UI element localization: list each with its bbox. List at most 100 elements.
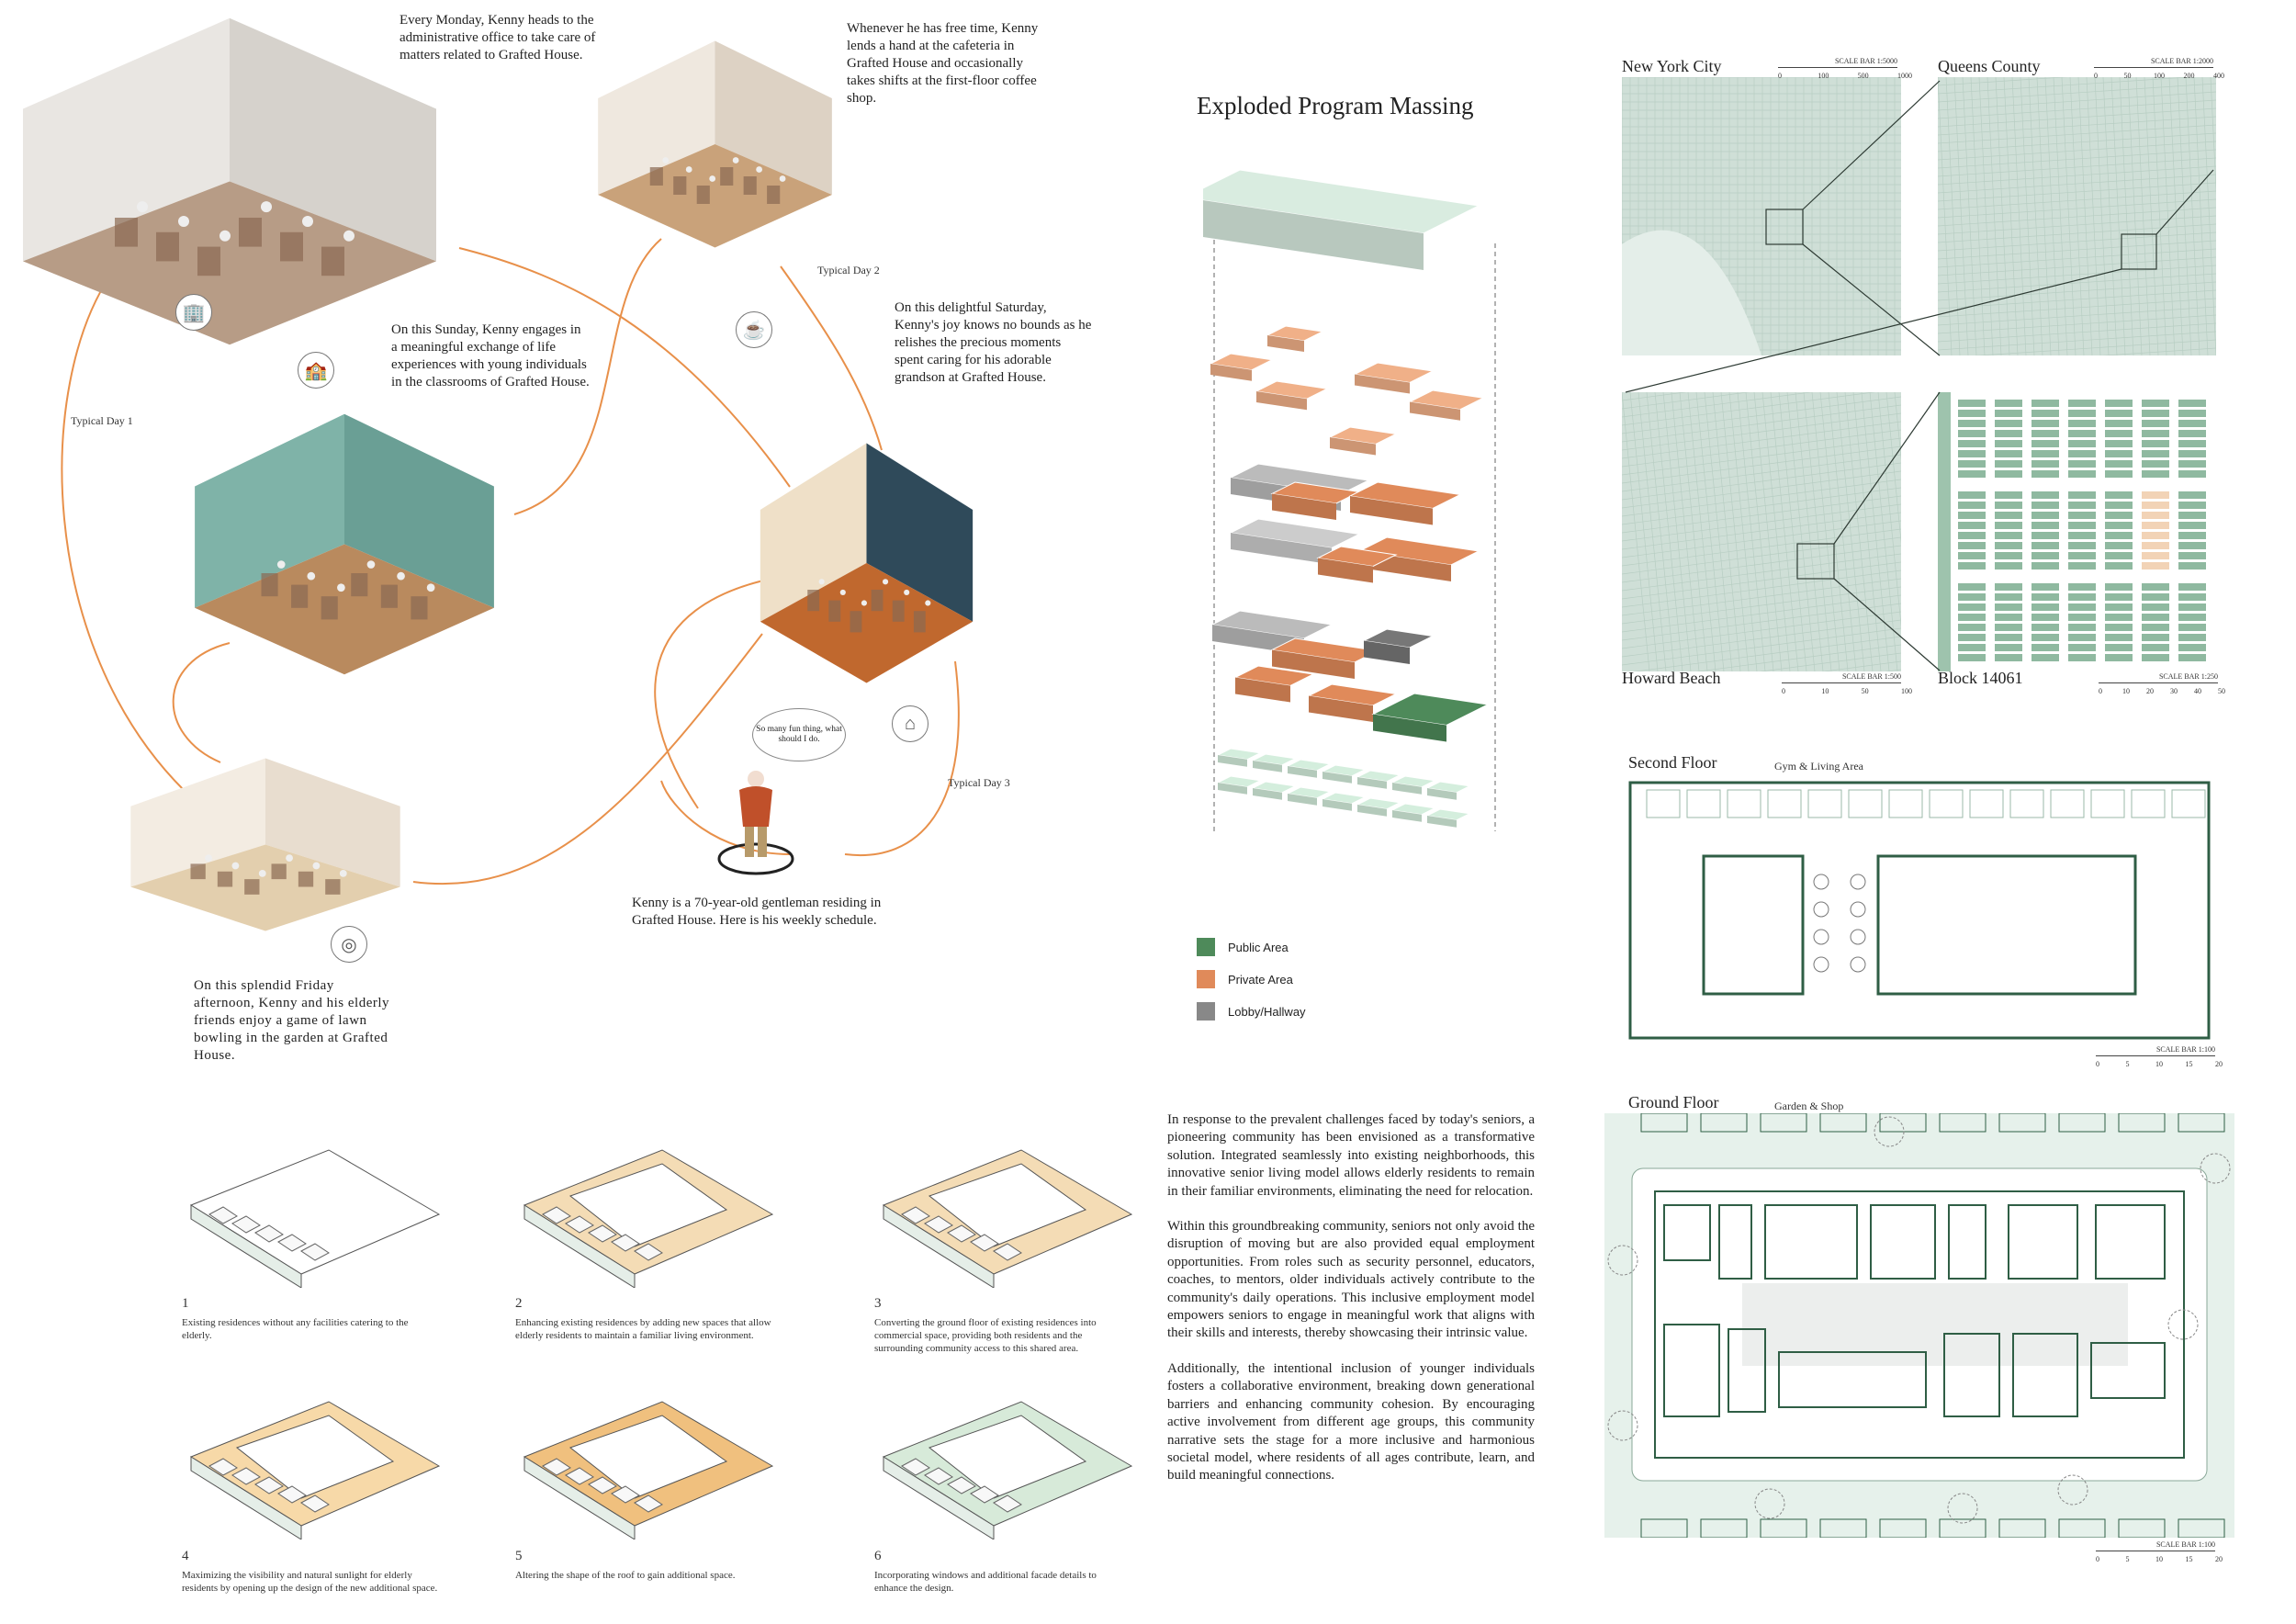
shop-room — [2012, 1333, 2078, 1417]
lot — [2032, 583, 2059, 591]
street-line — [1877, 392, 1901, 628]
lot — [2178, 410, 2206, 417]
street-line — [2086, 77, 2101, 355]
lot — [2032, 614, 2059, 621]
street-line — [1622, 561, 1901, 600]
person — [904, 589, 910, 595]
lot — [2068, 512, 2096, 519]
paragraph: In response to the prevalent challenges … — [1167, 1112, 1535, 1199]
lot — [2032, 470, 2059, 478]
furniture — [649, 167, 663, 186]
lot — [2142, 583, 2169, 591]
lot — [2105, 562, 2133, 570]
street-line — [2177, 77, 2192, 355]
street-line — [1995, 77, 2010, 355]
street-line — [1704, 392, 1733, 671]
lot — [2142, 420, 2169, 427]
house-roof — [970, 1234, 999, 1252]
lot — [2068, 634, 2096, 641]
lot — [2142, 512, 2169, 519]
courtyard — [928, 1163, 1087, 1247]
step-caption: Maximizing the visibility and natural su… — [182, 1570, 438, 1594]
person — [839, 589, 846, 595]
lot — [1995, 440, 2022, 447]
roof-block-side — [1210, 364, 1252, 381]
lot — [2105, 542, 2133, 549]
house — [1700, 1518, 1748, 1538]
furniture — [321, 596, 338, 620]
lot — [2032, 460, 2059, 468]
living-room-illustration — [748, 430, 985, 696]
ground-floor-sub: Garden & Shop — [1774, 1100, 1844, 1112]
ground-block-side — [1357, 805, 1387, 817]
furniture — [892, 600, 905, 622]
floor-block-side — [1364, 640, 1410, 664]
lot — [1958, 593, 1986, 601]
courtyard — [235, 1415, 395, 1499]
house — [1879, 1518, 1927, 1538]
house — [2118, 1518, 2166, 1538]
street-line — [1938, 314, 2216, 334]
street-line — [1759, 652, 1901, 671]
lot — [2105, 593, 2133, 601]
person — [779, 175, 786, 182]
person — [231, 862, 240, 870]
ground-block-side — [1322, 772, 1352, 784]
street-line — [1622, 454, 1901, 492]
ground-block-side — [1357, 777, 1387, 789]
roof-block-side — [1330, 437, 1376, 456]
ground-block-side — [1253, 761, 1282, 773]
house-roof — [993, 1243, 1022, 1261]
street-line — [1687, 392, 1716, 671]
lot — [2178, 420, 2206, 427]
garden-illustration — [116, 749, 415, 941]
lot — [2105, 440, 2133, 447]
lot — [2142, 460, 2169, 468]
lot — [2032, 512, 2059, 519]
street-line — [1622, 470, 1901, 509]
street-line — [1622, 578, 1901, 616]
street-line — [2160, 77, 2176, 355]
street-line — [1975, 339, 2216, 355]
step-1-diagram — [189, 1149, 441, 1288]
step-4-diagram — [189, 1401, 441, 1539]
street-line — [1938, 265, 2216, 285]
lot — [2105, 654, 2133, 661]
lot — [1958, 562, 1986, 570]
street-line — [1938, 198, 2216, 219]
house — [1640, 1518, 1688, 1538]
street-line — [1622, 421, 1901, 459]
scale-bar-title: SCALE BAR 1:500 — [1841, 672, 1901, 681]
saturday-note: On this delightful Saturday, Kenny's joy… — [895, 300, 1092, 385]
tree — [2200, 1153, 2231, 1184]
street-line — [1938, 107, 2216, 128]
water — [1622, 230, 1761, 355]
private-block-side — [1318, 558, 1373, 583]
person — [178, 215, 189, 227]
lot — [2105, 532, 2133, 539]
scale-tick: 50 — [1861, 687, 1869, 695]
lot — [2068, 400, 2096, 407]
person — [925, 600, 931, 606]
street-line — [1894, 392, 1901, 461]
street-line — [1986, 77, 2002, 355]
person — [426, 583, 435, 592]
street-line — [1861, 392, 1890, 671]
street-line — [1938, 77, 1953, 355]
lot — [2142, 430, 2169, 437]
room — [1969, 789, 2004, 818]
lot — [2142, 410, 2169, 417]
house — [2058, 1518, 2106, 1538]
person — [662, 157, 670, 164]
scale-tick: 5 — [2125, 1060, 2130, 1068]
lot — [2068, 420, 2096, 427]
ground-block-side — [1288, 766, 1317, 778]
street-line — [1938, 116, 2216, 136]
furniture — [217, 871, 233, 887]
lot — [2068, 542, 2096, 549]
street-line — [2061, 77, 2077, 355]
room — [1929, 789, 1964, 818]
street-line — [1970, 77, 1986, 355]
courtyard — [568, 1163, 728, 1247]
lot — [2032, 603, 2059, 611]
